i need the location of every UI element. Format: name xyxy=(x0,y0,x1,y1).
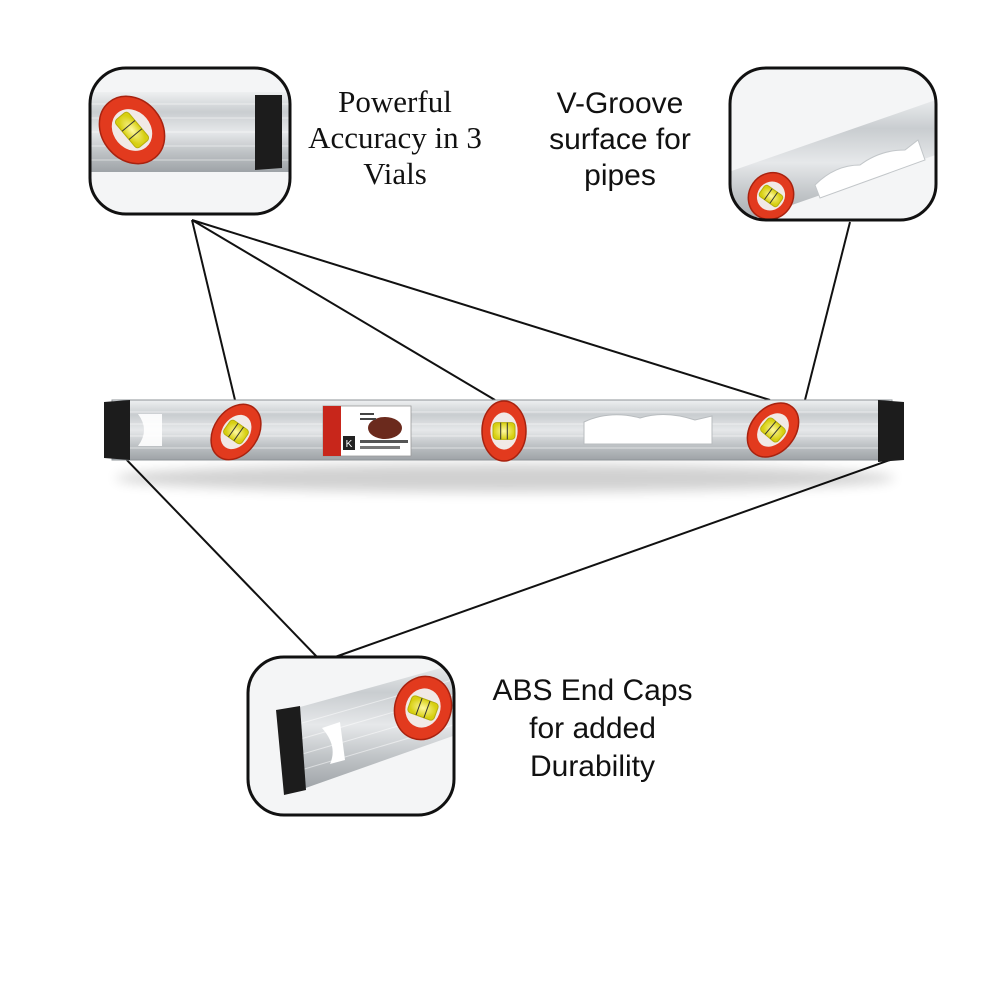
leader-line-groove xyxy=(804,221,851,401)
v-notch-icon xyxy=(138,414,162,446)
callout-line: Vials xyxy=(363,155,427,191)
vial-2-icon xyxy=(481,400,527,462)
v-groove-handle-icon xyxy=(583,414,713,445)
callout-line: surface for xyxy=(549,123,691,156)
callout-text-vials: Powerful Accuracy in 3 Vials xyxy=(290,84,500,192)
zoom-vial-icon xyxy=(98,95,166,165)
callout-box-groove xyxy=(728,66,938,222)
end-cap-left-icon xyxy=(104,400,130,460)
callout-text-caps: ABS End Caps for added Durability xyxy=(455,672,730,785)
spirit-level: K xyxy=(104,399,904,492)
callout-line: V-Groove xyxy=(556,87,684,120)
leader-line-vial-1 xyxy=(191,219,236,401)
callout-line: Accuracy in 3 xyxy=(308,119,482,155)
callout-box-vials xyxy=(88,66,292,216)
callout-line: Durability xyxy=(529,749,656,783)
end-cap-right-icon xyxy=(878,400,904,462)
brand-mark: K xyxy=(346,439,353,450)
vial-1-icon xyxy=(210,403,262,461)
callout-line: Powerful xyxy=(338,84,452,119)
leader-line-cap-left xyxy=(121,454,319,659)
callout-line: for added xyxy=(529,711,656,745)
leader-line-cap-right xyxy=(334,459,891,658)
leader-lines xyxy=(121,219,891,659)
leader-line-vial-3 xyxy=(191,219,771,401)
brand-label-icon: K xyxy=(322,405,412,457)
callout-box-caps xyxy=(246,655,456,817)
callout-line: ABS End Caps xyxy=(492,674,693,707)
callout-text-groove: V-Groove surface for pipes xyxy=(520,86,720,194)
vial-3-icon xyxy=(746,402,800,458)
leader-line-vial-2 xyxy=(191,219,496,401)
caps-vial-icon xyxy=(393,675,453,741)
callout-line: pipes xyxy=(584,159,656,192)
groove-vial-icon xyxy=(747,171,795,220)
